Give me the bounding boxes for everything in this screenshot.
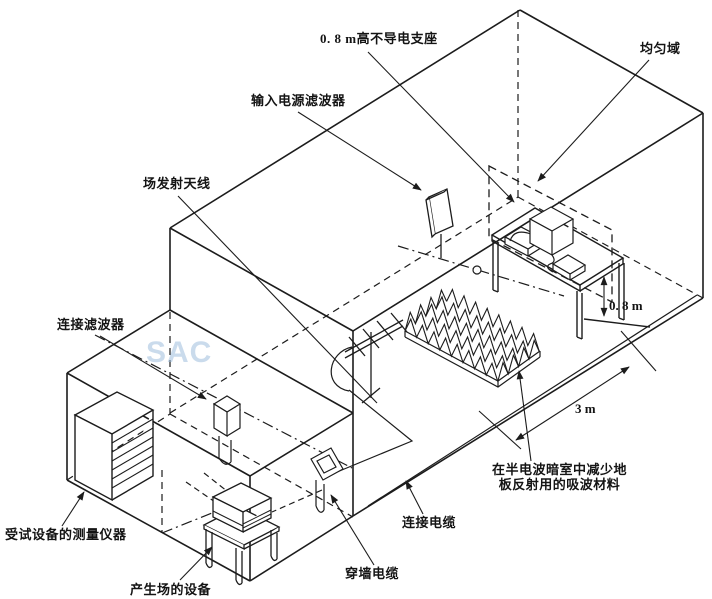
leader-uniform-area: [537, 59, 650, 182]
eut-table: [490, 207, 625, 340]
label-input-power-filter: 输入电源滤波器: [251, 93, 346, 108]
table-cable-squiggle: [547, 254, 555, 273]
label-eut-instruments: 受试设备的测量仪器: [5, 527, 127, 542]
chamber-hidden-edges: [169, 10, 704, 518]
dimension-0_8m: [583, 276, 651, 328]
leader-connection-cable: [405, 480, 424, 515]
chamber-outline: [169, 9, 704, 517]
instrument-rack: [73, 391, 155, 502]
label-uniform-area: 均匀域: [640, 41, 681, 56]
wall-feedthrough: [310, 447, 344, 513]
antenna-base-tick: [361, 387, 381, 404]
connection-cable-line: [367, 294, 698, 507]
antenna-cable-loop: [330, 346, 353, 392]
cable-junction-ball: [472, 265, 482, 275]
label-absorber: 在半电波暗室中减少地 板反射用的吸波材料: [491, 462, 627, 492]
uniform-field-plane: [488, 164, 613, 304]
annex-outline: [66, 309, 354, 582]
label-connection-filter: 连接滤波器: [57, 317, 125, 332]
field-antenna: [344, 312, 408, 404]
sac-watermark: SAC: [146, 336, 213, 369]
leader-lines: [61, 51, 650, 581]
absorber-base: [404, 330, 541, 388]
cable-through-connection-filter: [94, 334, 353, 469]
label-wall-cable: 穿墙电缆: [345, 566, 400, 581]
connection-filter-box: [212, 395, 242, 465]
label-support: 0. 8 m高不导电支座: [320, 31, 438, 46]
leader-support: [367, 51, 515, 203]
field-generator-equipment: [202, 482, 281, 586]
label-field-antenna: 场发射天线: [143, 176, 211, 191]
leader-antenna: [177, 195, 378, 404]
eut-devices: [503, 206, 587, 282]
leader-wall-cable: [330, 494, 375, 566]
input-power-filter-box: [425, 188, 454, 258]
label-field-generator: 产生场的设备: [130, 582, 212, 597]
cable-wall-to-generator: [271, 489, 323, 513]
leader-absorber: [516, 370, 532, 462]
leader-instruments: [61, 491, 85, 527]
label-dim-0_8m: 0. 8 m: [609, 298, 643, 313]
leader-input-filter: [297, 111, 422, 191]
dimension-3m: [478, 330, 657, 450]
antenna-feed-cable: [336, 389, 414, 473]
label-dim-3m: 3 m: [575, 401, 596, 416]
leader-connection-filter: [99, 335, 207, 400]
label-connection-cable: 连接电缆: [402, 515, 457, 530]
leader-generator: [179, 546, 213, 581]
